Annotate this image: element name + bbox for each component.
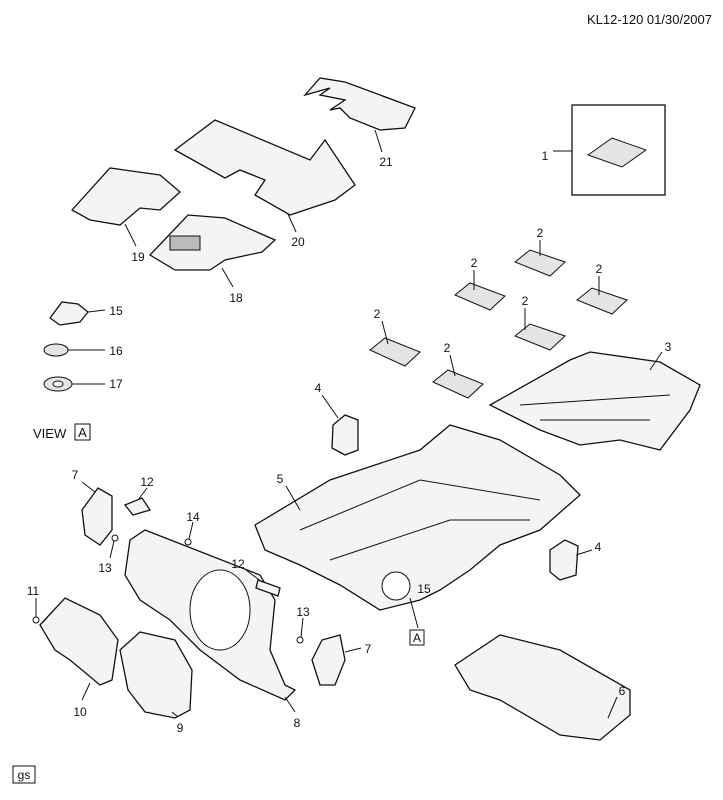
view-a-marker: A [413,631,421,645]
callout-2: 2 [522,294,529,308]
floor-mat-19 [70,167,181,247]
callout-5: 5 [277,472,284,486]
callout-9: 9 [177,721,184,735]
view-a-ref: A [78,425,87,440]
callout-2: 2 [471,256,478,270]
part-1-kit [553,104,666,196]
callout-7: 7 [365,642,372,656]
callout-13: 13 [296,605,310,619]
rear-carpet-3 [488,351,701,451]
callout-11: 11 [27,584,40,598]
floor-mat-20 [173,119,356,233]
callout-4: 4 [595,540,602,554]
fasteners [32,487,304,644]
floor-mat-18 [148,214,277,288]
callout-15: 15 [417,582,431,596]
callout-3: 3 [665,340,672,354]
callout-8: 8 [294,716,301,730]
callout-12: 12 [231,557,245,571]
callout-20: 20 [291,235,305,249]
callout-21: 21 [379,155,393,169]
callout-7: 7 [72,468,79,482]
callout-14: 14 [186,510,200,524]
callout-1: 1 [542,149,549,163]
part-7 [81,481,362,686]
callout-18: 18 [229,291,243,305]
diagram-ref: KL12-120 01/30/2007 [587,12,712,27]
callout-12: 12 [140,475,154,489]
callout-2: 2 [537,226,544,240]
callout-17: 17 [109,377,123,391]
part-9 [119,631,193,719]
part-10 [39,597,119,701]
callout-10: 10 [73,705,87,719]
callout-16: 16 [109,344,123,358]
callout-2: 2 [596,262,603,276]
callout-2: 2 [374,307,381,321]
callout-4: 4 [315,381,322,395]
floor-mat-21 [303,77,416,153]
callout-15: 15 [109,304,123,318]
callout-19: 19 [131,250,145,264]
callout-2: 2 [444,341,451,355]
callout-6: 6 [619,684,626,698]
view-a-label: VIEW [33,426,67,441]
insulator-pads-2 [369,240,628,399]
dash-insulator-8 [124,529,297,713]
bracket-4 [321,394,593,581]
callout-13: 13 [98,561,112,575]
rear-floor-panel-6 [454,634,631,741]
gs-badge: gs [18,768,31,782]
view-a-parts [43,301,106,392]
front-carpet-5 [254,424,581,629]
